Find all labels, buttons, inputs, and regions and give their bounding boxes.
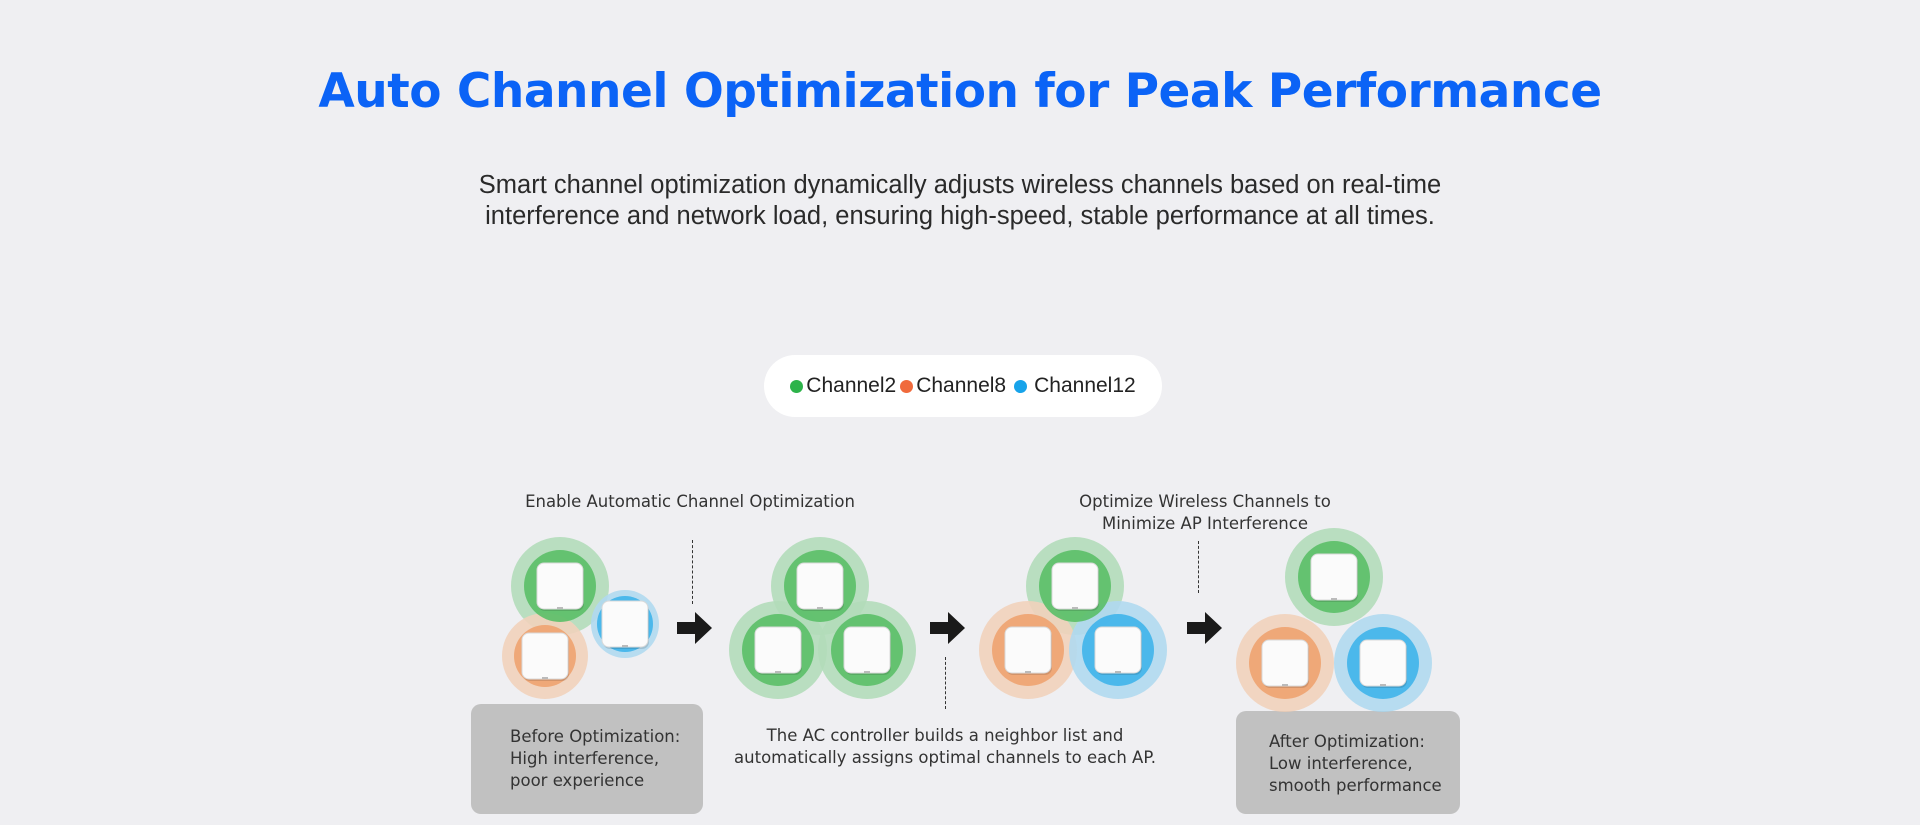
ap-body [796, 562, 844, 610]
ap-body [754, 626, 802, 674]
legend-item-channel2: Channel2 [790, 374, 896, 398]
dashed-connector-enable [692, 540, 693, 604]
ap-led [1025, 671, 1031, 673]
enable-optimization-label: Enable Automatic Channel Optimization [525, 492, 855, 511]
right-arrow-icon [677, 612, 712, 644]
ap-body [1310, 553, 1358, 601]
after-line-1: After Optimization: [1269, 732, 1425, 751]
optimize-channels-label: Optimize Wireless Channels to Minimize A… [1005, 491, 1405, 535]
right-arrow-icon [930, 612, 965, 644]
access-point-icon [754, 626, 802, 675]
access-point-icon [796, 562, 844, 611]
channel12-dot-icon [1014, 379, 1028, 393]
access-point-icon [521, 632, 569, 681]
right-arrow-icon [1187, 612, 1222, 644]
ap-body [521, 632, 569, 680]
legend-label: Channel12 [1034, 374, 1136, 397]
legend-label: Channel8 [916, 374, 1007, 397]
ap-led [864, 671, 870, 673]
ap-group-all-same-channel [729, 537, 916, 699]
ap-led [1380, 684, 1386, 686]
ap-led [1115, 671, 1121, 673]
page-subtitle: Smart channel optimization dynamically a… [440, 170, 1480, 232]
ap-group-assigned-overlapping [979, 537, 1167, 699]
ap-led [557, 607, 563, 609]
before-optimization-box: Before Optimization: High interference, … [471, 704, 703, 814]
optimize-label-line-2: Minimize AP Interference [1101, 514, 1308, 533]
ap-body [1094, 626, 1142, 674]
dashed-connector-controller [945, 657, 946, 709]
after-line-3: smooth performance [1269, 776, 1442, 795]
ap-body [536, 562, 584, 610]
access-point-icon [1094, 626, 1142, 675]
after-line-2: Low interference, [1269, 754, 1413, 773]
access-point-icon [1359, 639, 1407, 688]
controller-label-line-1: The AC controller builds a neighbor list… [766, 726, 1124, 745]
page-title: Auto Channel Optimization for Peak Perfo… [318, 64, 1602, 119]
ap-led [622, 645, 628, 647]
ap-body [1359, 639, 1407, 687]
legend-item-channel8: Channel8 [900, 374, 1006, 398]
ap-led [1331, 598, 1337, 600]
access-point-icon [1261, 639, 1309, 688]
ap-led [1072, 607, 1078, 609]
ap-body [601, 600, 649, 648]
after-optimization-box: After Optimization: Low interference, sm… [1236, 711, 1460, 814]
access-point-icon [1004, 626, 1052, 675]
channel2-dot-icon [790, 379, 804, 393]
dashed-connector-optimize [1198, 541, 1199, 593]
access-point-icon [536, 562, 584, 611]
ac-controller-label: The AC controller builds a neighbor list… [700, 725, 1190, 769]
ap-group-after [1236, 528, 1432, 712]
ap-led [775, 671, 781, 673]
before-line-1: Before Optimization: [510, 727, 681, 746]
ap-body [1051, 562, 1099, 610]
channel-legend: Channel2 Channel8 Channel12 [764, 355, 1162, 417]
before-line-2: High interference, [510, 749, 660, 768]
ap-led [542, 677, 548, 679]
subtitle-line-2: interference and network load, ensuring … [485, 202, 1435, 230]
ap-group-before [502, 537, 659, 699]
channel8-dot-icon [900, 379, 914, 393]
subtitle-line-1: Smart channel optimization dynamically a… [478, 171, 1442, 199]
access-point-icon [1310, 553, 1358, 602]
access-point-icon [1051, 562, 1099, 611]
controller-label-line-2: automatically assigns optimal channels t… [734, 748, 1156, 767]
ap-led [1282, 684, 1288, 686]
ap-body [1261, 639, 1309, 687]
before-line-3: poor experience [510, 771, 645, 790]
legend-item-channel12: Channel12 [1014, 374, 1136, 398]
access-point-icon [601, 600, 649, 649]
ap-body [1004, 626, 1052, 674]
legend-label: Channel2 [806, 374, 897, 397]
ap-body [843, 626, 891, 674]
optimize-label-line-1: Optimize Wireless Channels to [1079, 492, 1331, 511]
access-point-icon [843, 626, 891, 675]
ap-led [817, 607, 823, 609]
